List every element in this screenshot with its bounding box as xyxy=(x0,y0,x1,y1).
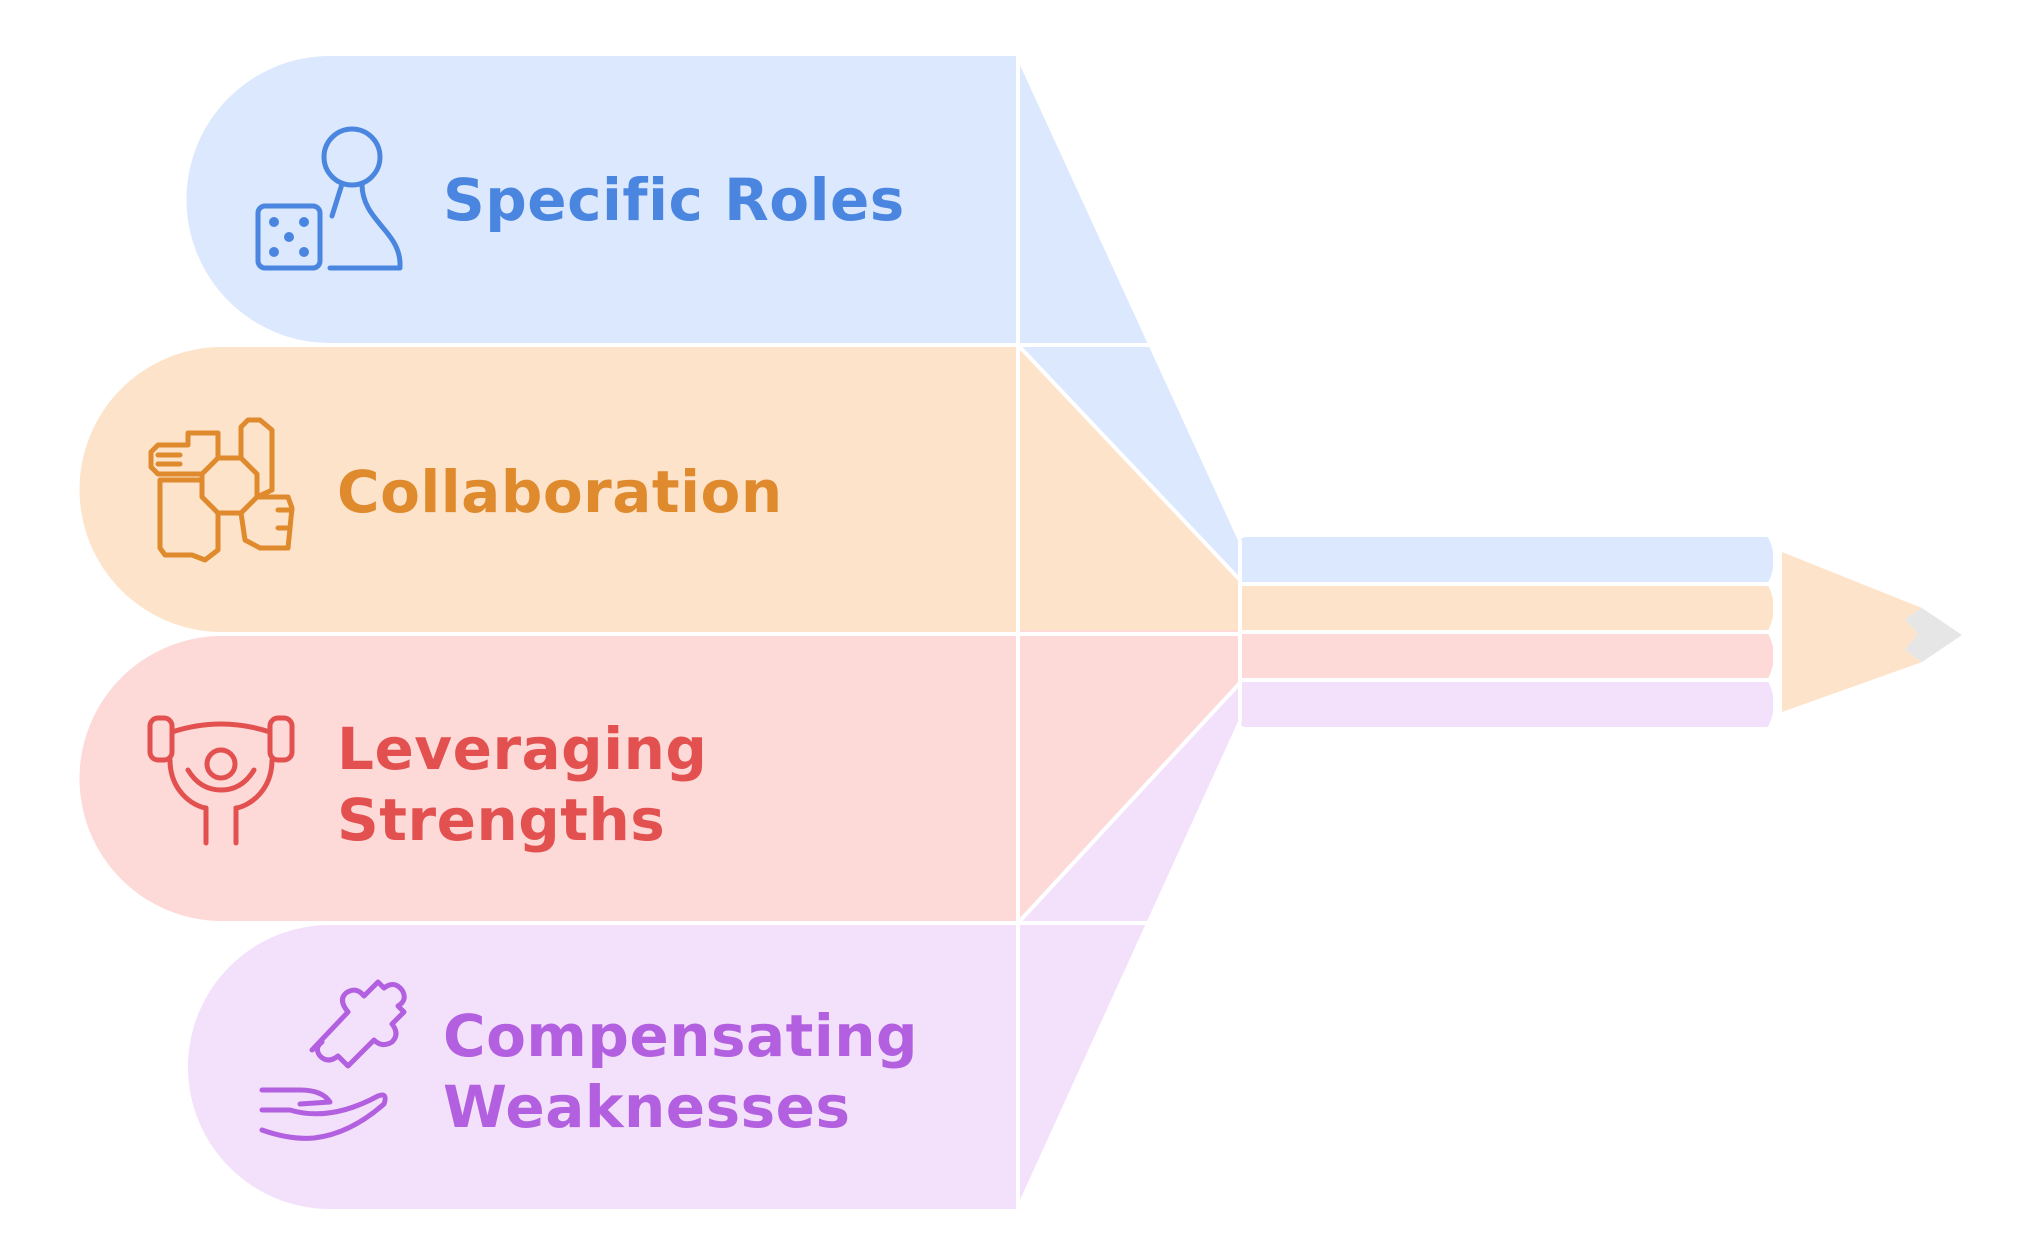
pencil-stripe-red xyxy=(1238,633,1773,679)
label-weaknesses: Weaknesses xyxy=(443,1073,851,1141)
band-collaboration xyxy=(79,347,1019,632)
funnel-wedge-collaboration xyxy=(1018,345,1240,630)
game-piece-dice-icon xyxy=(255,126,403,271)
pencil-tip-lead xyxy=(1905,608,1962,662)
band-dividers xyxy=(80,55,1242,1210)
label-leveraging: Leveraging xyxy=(337,715,707,783)
funnel-wedge-weaknesses xyxy=(1018,680,1240,1205)
pencil-stripe-dividers xyxy=(1238,582,1775,682)
band-compensating-weaknesses xyxy=(188,925,1018,1209)
pencil-stripe-caps xyxy=(1768,536,1778,728)
label-specific-roles: Specific Roles xyxy=(443,166,905,234)
funnel-wedge-roles xyxy=(1018,56,1240,580)
hand-puzzle-piece-icon xyxy=(259,979,407,1141)
pencil-stripe-purple xyxy=(1238,681,1773,727)
pencil-stripe-blue xyxy=(1238,537,1773,583)
weightlifter-icon xyxy=(147,715,295,846)
pencil-tip-cone xyxy=(1782,552,1922,712)
joined-hands-icon xyxy=(148,417,295,563)
label-strengths: Strengths xyxy=(337,786,665,854)
band-leveraging-strengths xyxy=(79,636,1019,921)
pencil-stripe-orange xyxy=(1238,585,1773,631)
label-collaboration: Collaboration xyxy=(337,458,783,526)
funnel-wedge-strengths xyxy=(1018,630,1240,920)
label-compensating: Compensating xyxy=(443,1002,918,1070)
band-specific-roles xyxy=(186,56,1019,343)
